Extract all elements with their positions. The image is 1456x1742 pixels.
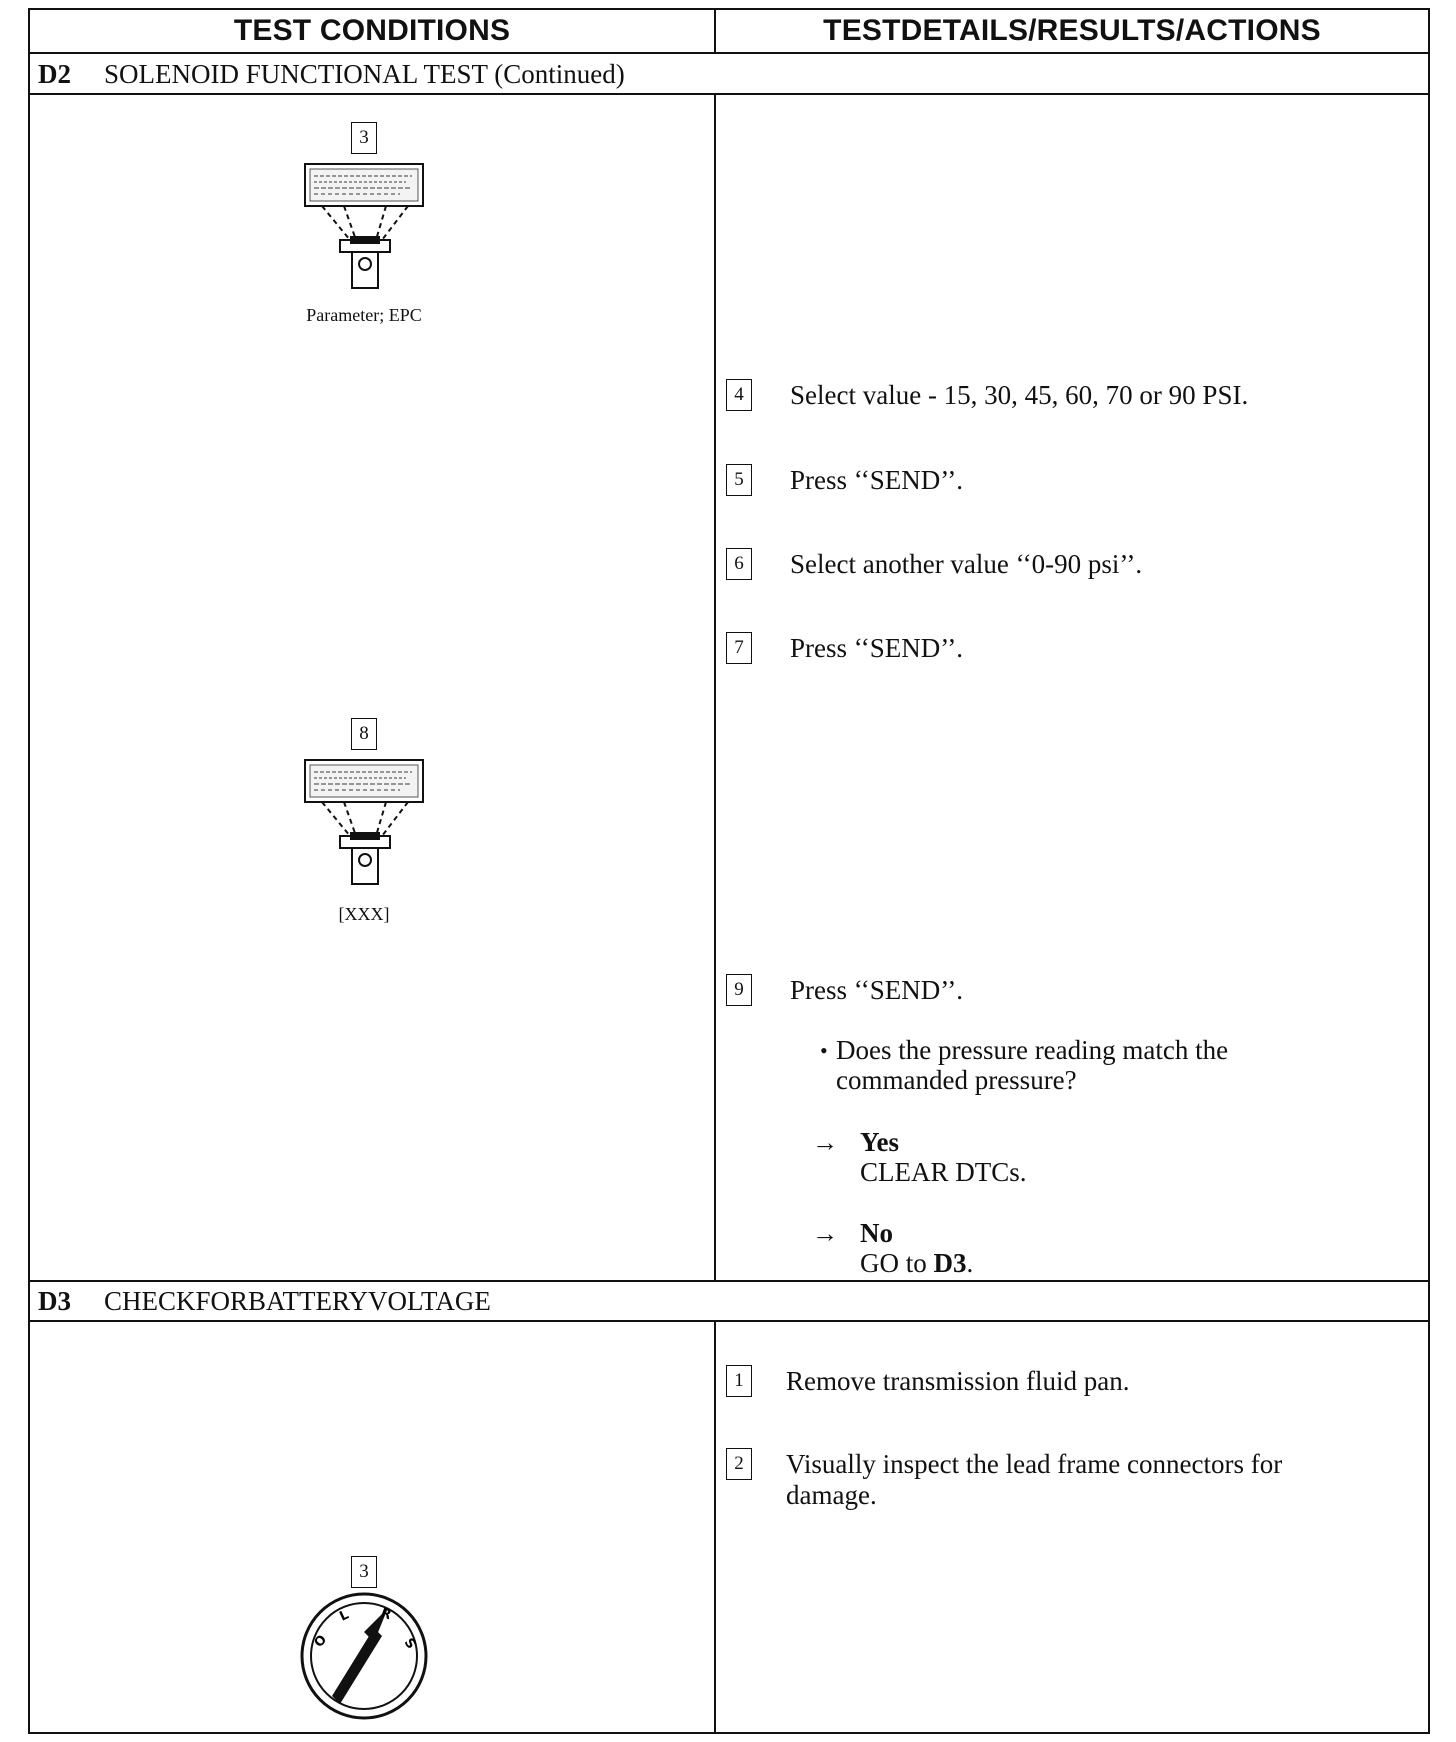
arrow-icon: → xyxy=(812,1128,838,1157)
response-answer: No xyxy=(860,1218,893,1248)
arrow-icon: → xyxy=(812,1219,838,1248)
section-title: CHECKFORBATTERYVOLTAGE xyxy=(104,1285,491,1316)
response-action-suffix: . xyxy=(966,1248,974,1278)
question-line: commanded pressure? xyxy=(836,1065,1077,1095)
step-number-box: 3 xyxy=(351,122,377,154)
step-number-box: 7 xyxy=(726,632,752,664)
step-text: Press ‘‘SEND’’. xyxy=(790,465,963,495)
step-text: Press ‘‘SEND’’. xyxy=(790,633,963,663)
step-text: Visually inspect the lead frame connecto… xyxy=(786,1449,1283,1479)
step-number-box: 5 xyxy=(726,464,752,496)
ignition-switch-icon: O L R S xyxy=(300,1592,428,1720)
d3-column-divider xyxy=(714,1320,716,1734)
section-d2-title-divider xyxy=(28,93,1430,95)
response-action: CLEAR DTCs. xyxy=(860,1157,1027,1187)
section-d3-title-divider xyxy=(28,1320,1430,1322)
step-number-box: 9 xyxy=(726,974,752,1006)
section-code: D2 xyxy=(38,58,71,89)
step-number-box: 4 xyxy=(726,379,752,411)
column-header-test-conditions: TEST CONDITIONS xyxy=(233,14,511,47)
switch-position-label: R xyxy=(379,1606,394,1624)
response-action-prefix: GO to xyxy=(860,1248,934,1278)
header-divider xyxy=(28,52,1430,54)
section-title: SOLENOID FUNCTIONAL TEST (Continued) xyxy=(104,58,625,89)
step-text: Press ‘‘SEND’’. xyxy=(790,975,963,1005)
d2-column-divider xyxy=(714,93,716,1282)
response-action: GO to D3. xyxy=(860,1248,973,1279)
question-bullet: • xyxy=(820,1038,828,1063)
table-frame xyxy=(28,8,1430,1734)
section-d3-title-row: D3 CHECKFORBATTERYVOLTAGE xyxy=(38,1282,491,1320)
tester-caption: Parameter; EPC xyxy=(306,305,422,325)
scan-tool-icon xyxy=(304,759,424,885)
step-number-box: 3 xyxy=(351,1556,377,1588)
header-column-divider xyxy=(714,8,716,54)
step-text: Remove transmission fluid pan. xyxy=(786,1366,1130,1396)
section-code: D3 xyxy=(38,1285,71,1316)
section-d3-top-divider xyxy=(28,1280,1430,1282)
tester-caption: [XXX] xyxy=(338,904,390,924)
response-action-link: D3 xyxy=(933,1248,967,1278)
step-number-box: 2 xyxy=(726,1448,752,1480)
step-number-box: 1 xyxy=(726,1365,752,1397)
section-d2-title-row: D2 SOLENOID FUNCTIONAL TEST (Continued) xyxy=(38,55,625,93)
scan-tool-icon xyxy=(304,163,424,289)
step-text: Select another value ‘‘0-90 psi’’. xyxy=(790,549,1143,579)
step-text: damage. xyxy=(786,1480,877,1510)
step-number-box: 6 xyxy=(726,548,752,580)
column-header-test-details: TESTDETAILS/RESULTS/ACTIONS xyxy=(823,14,1321,47)
step-number-box: 8 xyxy=(351,718,377,750)
step-text: Select value - 15, 30, 45, 60, 70 or 90 … xyxy=(790,380,1249,410)
question-line: Does the pressure reading match the xyxy=(836,1035,1229,1065)
response-answer: Yes xyxy=(860,1127,899,1157)
